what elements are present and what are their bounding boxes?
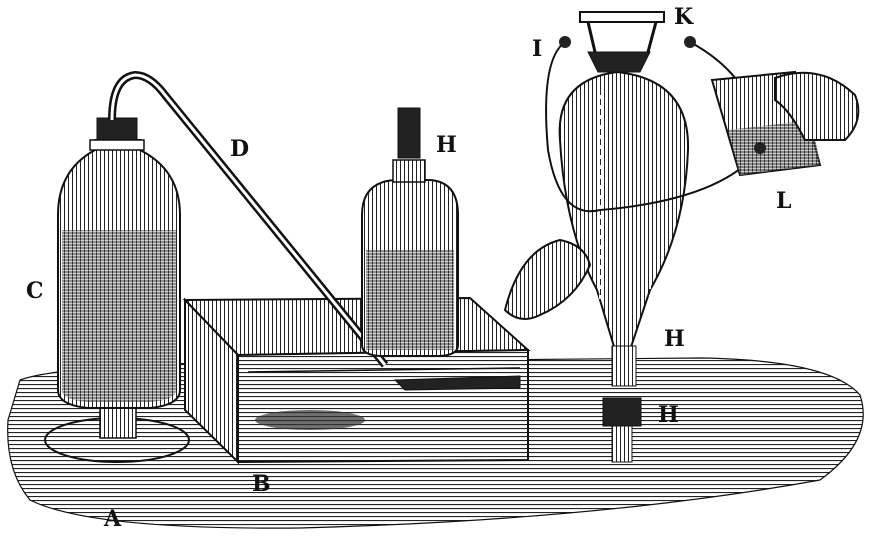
label-i: I: [532, 36, 543, 62]
label-b: B: [252, 471, 271, 497]
eudiometer-vessel: [558, 11, 690, 463]
bottle-c: [44, 117, 190, 463]
label-k: K: [674, 4, 694, 30]
label-a: A: [104, 506, 122, 532]
label-l: L: [776, 188, 792, 214]
label-h-bottom: H: [658, 402, 679, 428]
label-c: C: [26, 278, 44, 304]
label-d: D: [230, 136, 250, 162]
right-hand: [774, 71, 860, 141]
label-h-top: H: [436, 132, 457, 158]
left-hand: [503, 238, 592, 320]
wire-left: [545, 41, 601, 213]
label-h-middle: H: [664, 326, 685, 352]
collecting-jar-e: [361, 107, 459, 357]
pneumatic-trough: [182, 296, 531, 465]
